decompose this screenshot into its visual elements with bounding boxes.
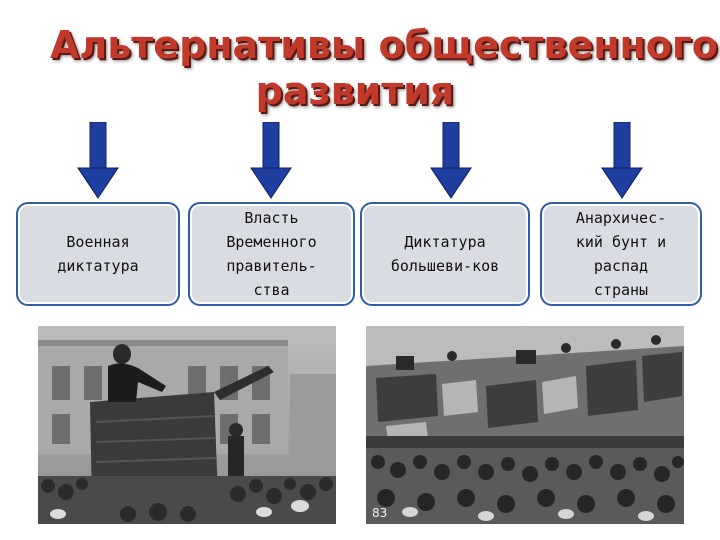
alternative-label: Анархичес- кий бунт и распад страны [575, 209, 667, 299]
arrow-down-icon [430, 122, 472, 199]
photo-caption: 83 [372, 506, 388, 520]
alternative-box-anarchic-revolt: Анархичес- кий бунт и распад страны [540, 202, 702, 306]
arrow-down-icon [601, 122, 643, 199]
alternative-label: Диктатура большеви-ков [390, 233, 500, 275]
page-title: Альтернативы общественного развития [0, 22, 720, 114]
alternative-label: Власть Временного правитель- ства [226, 209, 317, 299]
alternative-box-bolshevik-dictatorship: Диктатура большеви-ков [360, 202, 530, 306]
alternative-label: Военная диктатура [57, 233, 139, 275]
arrow-down-icon [77, 122, 119, 199]
alternative-box-provisional-government: Власть Временного правитель- ства [188, 202, 355, 306]
alternative-box-military-dictatorship: Военная диктатура [16, 202, 180, 306]
arrow-down-icon [250, 122, 292, 199]
title-line-2: развития [255, 69, 455, 113]
photo-tribune-speech [38, 326, 336, 524]
title-line-1: Альтернативы общественного [50, 23, 718, 67]
photo-armored-train: 83 [366, 326, 684, 524]
